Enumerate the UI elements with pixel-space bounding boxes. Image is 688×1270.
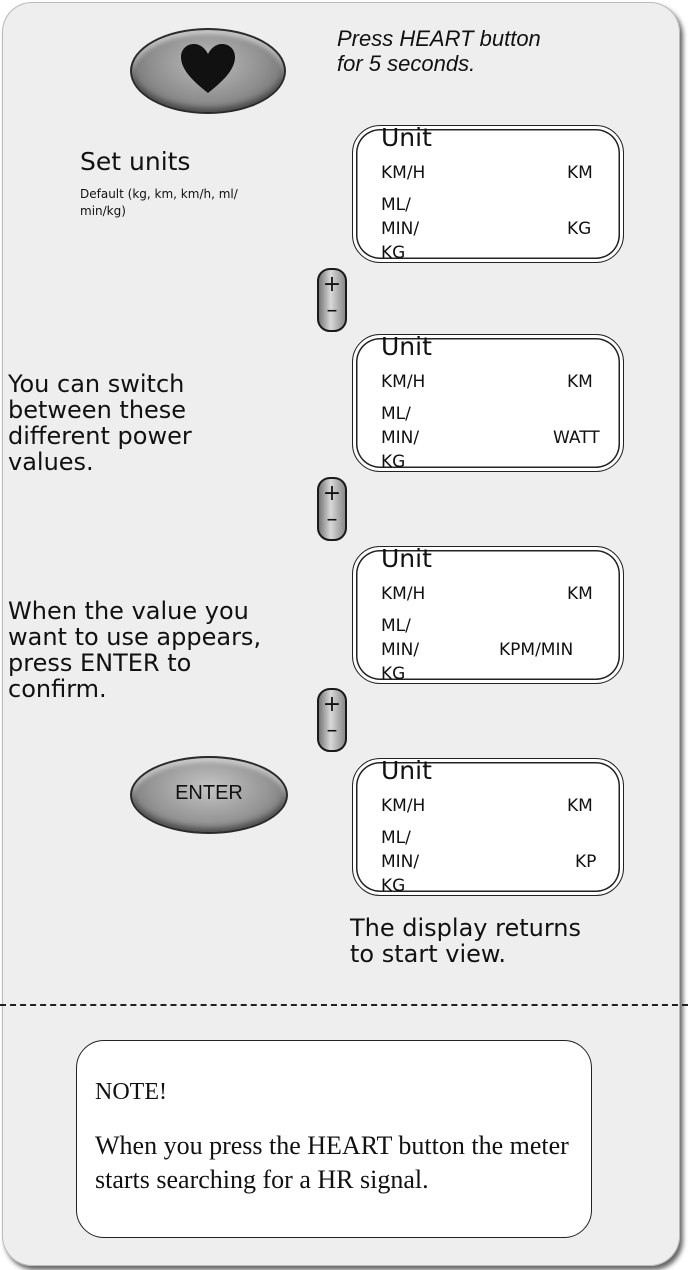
text-line: values. [8, 448, 94, 476]
plus-minus-button[interactable]: + – [317, 688, 347, 752]
enter-button[interactable]: ENTER [130, 756, 288, 834]
plus-minus-button[interactable]: + – [317, 268, 347, 332]
display-power-unit: KG [567, 219, 592, 239]
heart-button[interactable] [130, 28, 286, 114]
enter-button-label: ENTER [175, 782, 243, 804]
display-oxygen-unit-1: ML/ [381, 828, 411, 848]
note-box: NOTE! When you press the HEART button th… [76, 1040, 592, 1238]
display-title: Unit [381, 123, 432, 152]
default-line: min/kg) [80, 204, 126, 218]
set-units-title: Set units [80, 147, 191, 176]
text-line: different power [8, 422, 192, 450]
text-line: between these [8, 396, 187, 424]
unit-display-kpm-min: Unit KM/H KM ML/ MIN/ KG KPM/MIN [352, 544, 624, 684]
plus-icon: + [322, 692, 342, 717]
display-oxygen-unit-3: KG [381, 876, 406, 896]
display-power-unit: WATT [553, 428, 600, 448]
default-line: Default (kg, km, km/h, ml/ [80, 187, 238, 201]
instruction-line: Press HEART button [337, 26, 541, 51]
confirm-description: When the value you want to use appears, … [8, 598, 261, 702]
display-speed-unit: KM/H [381, 796, 426, 816]
display-oxygen-unit-3: KG [381, 243, 406, 263]
display-title: Unit [381, 756, 432, 785]
display-distance-unit: KM [567, 796, 593, 816]
display-oxygen-unit-2: MIN/ [381, 852, 420, 872]
display-oxygen-unit-1: ML/ [381, 404, 411, 424]
text-line: press ENTER to [8, 649, 192, 677]
display-oxygen-unit-1: ML/ [381, 195, 411, 215]
text-line: to start view. [350, 940, 506, 968]
dashed-divider [0, 1004, 688, 1006]
display-title: Unit [381, 544, 432, 573]
display-power-unit: KPM/MIN [499, 640, 574, 660]
display-title: Unit [381, 332, 432, 361]
minus-icon: – [326, 298, 338, 323]
plus-icon: + [322, 481, 342, 506]
display-distance-unit: KM [567, 584, 593, 604]
minus-icon: – [326, 507, 338, 532]
display-oxygen-unit-3: KG [381, 452, 406, 472]
display-oxygen-unit-2: MIN/ [381, 428, 420, 448]
plus-minus-button[interactable]: + – [317, 477, 347, 541]
text-line: The display returns [350, 914, 581, 942]
display-distance-unit: KM [567, 163, 593, 183]
display-speed-unit: KM/H [381, 372, 426, 392]
unit-display-kp: Unit KM/H KM ML/ MIN/ KG KP [352, 756, 624, 896]
note-heading: NOTE! [95, 1079, 167, 1105]
text-line: You can switch [8, 370, 185, 398]
note-body: When you press the HEART button the mete… [95, 1131, 569, 1194]
display-oxygen-unit-2: MIN/ [381, 640, 420, 660]
unit-display-kg: Unit KM/H KM ML/ MIN/ KG KG [352, 123, 624, 263]
switch-description: You can switch between these different p… [8, 371, 192, 475]
set-units-default: Default (kg, km, km/h, ml/ min/kg) [80, 186, 238, 220]
display-oxygen-unit-1: ML/ [381, 616, 411, 636]
display-power-unit: KP [575, 852, 597, 872]
text-line: confirm. [8, 675, 107, 703]
heart-icon [181, 44, 235, 93]
text-line: When the value you [8, 597, 249, 625]
text-line: want to use appears, [8, 623, 262, 651]
unit-display-watt: Unit KM/H KM ML/ MIN/ KG WATT [352, 332, 624, 472]
instruction-line: for 5 seconds. [337, 51, 476, 76]
heart-instruction: Press HEART button for 5 seconds. [337, 26, 541, 76]
plus-icon: + [322, 272, 342, 297]
display-speed-unit: KM/H [381, 584, 426, 604]
display-oxygen-unit-2: MIN/ [381, 219, 420, 239]
returns-description: The display returns to start view. [350, 915, 581, 967]
display-oxygen-unit-3: KG [381, 664, 406, 684]
display-speed-unit: KM/H [381, 163, 426, 183]
minus-icon: – [326, 718, 338, 743]
display-distance-unit: KM [567, 372, 593, 392]
